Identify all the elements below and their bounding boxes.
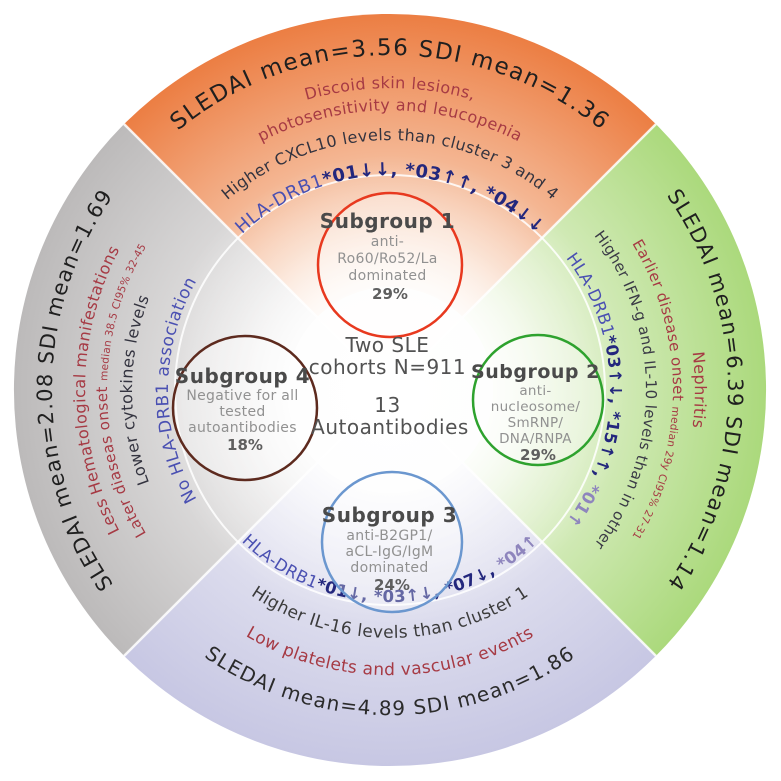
subgroup-2-percent: 29% <box>520 446 556 464</box>
right-clinical-arc: Nephritis <box>689 351 710 430</box>
center-label: Two SLE cohorts N=911 13 Autoantibodies <box>309 333 471 439</box>
subgroup-3-percent: 24% <box>374 576 410 594</box>
subgroup-4-percent: 18% <box>227 436 263 454</box>
center-line4: Autoantibodies <box>311 415 469 439</box>
center-line1: Two SLE <box>345 333 430 357</box>
subgroup-4-label: Subgroup 4 Negative for all tested autoa… <box>175 364 315 454</box>
subgroup-1-percent: 29% <box>372 285 408 303</box>
center-line2: cohorts N=911 <box>309 355 466 379</box>
center-hub-circle <box>287 287 493 493</box>
subgroup-1-title: Subgroup 1 <box>320 209 455 233</box>
center-line3: 13 <box>374 393 400 417</box>
subgroup-2-label: Subgroup 2 anti- nucleosome/ SmRNP/ DNA/… <box>471 361 605 464</box>
subgroup-3-title: Subgroup 3 <box>322 503 457 527</box>
subgroup-2-title: Subgroup 2 <box>471 361 600 383</box>
subgroup-3-label: Subgroup 3 anti-B2GP1/ aCL-IgG/IgM domin… <box>322 503 462 594</box>
subgroup-4-ring <box>171 334 319 482</box>
subgroup-1-ring <box>316 191 464 339</box>
subgroup-4-title: Subgroup 4 <box>175 364 310 388</box>
subgroup-3-ring <box>320 470 464 614</box>
subgroup-1-label: Subgroup 1 anti- Ro60/Ro52/La dominated … <box>320 209 460 303</box>
subgroup-2-ring <box>471 333 605 467</box>
